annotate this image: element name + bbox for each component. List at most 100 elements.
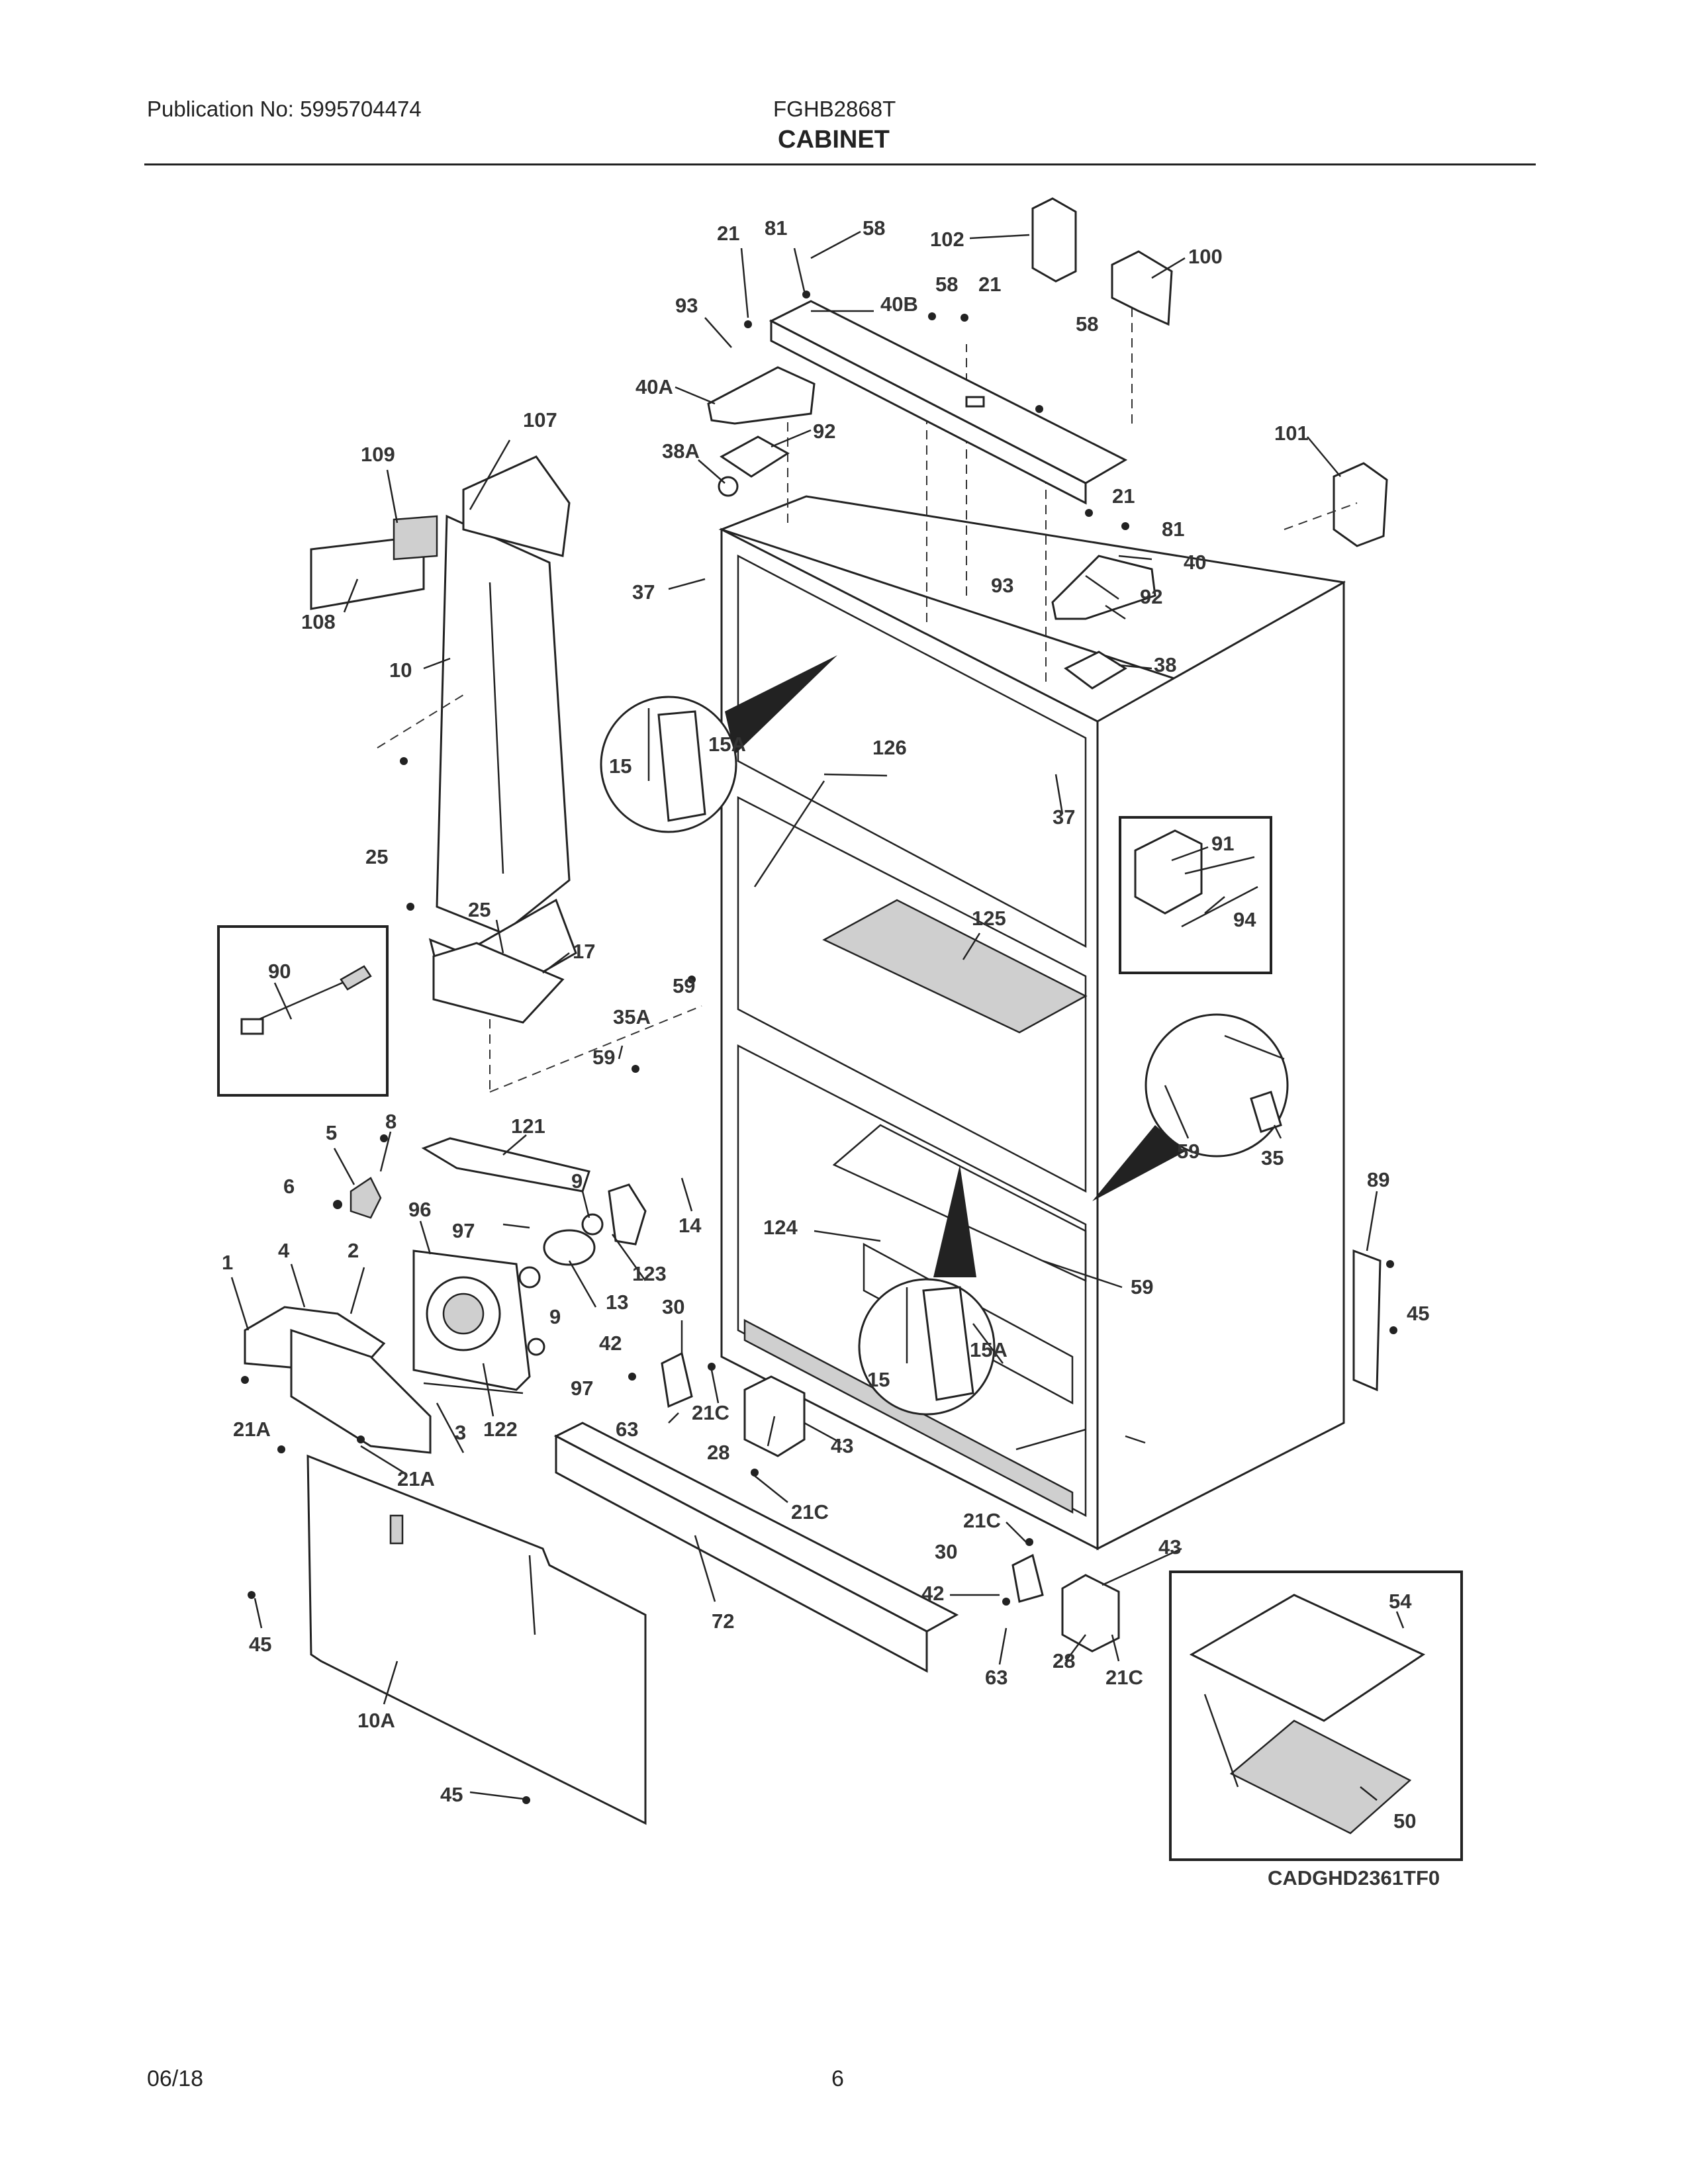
screws xyxy=(241,291,1397,1804)
bracket-30-b xyxy=(1011,1553,1044,1603)
label-3: 3 xyxy=(455,1421,466,1444)
diagram-code: CADGHD2361TF0 xyxy=(1268,1866,1440,1889)
label-93: 93 xyxy=(991,574,1013,597)
hinge-40 xyxy=(1051,555,1156,690)
label-30: 30 xyxy=(662,1295,684,1318)
label-8: 8 xyxy=(385,1110,397,1133)
label-21C: 21C xyxy=(791,1500,829,1524)
bracket-121 xyxy=(421,1137,590,1193)
grommet-9-b xyxy=(518,1266,541,1289)
label-102: 102 xyxy=(930,228,964,251)
model-number: FGHB2868T xyxy=(773,97,896,121)
label-6: 6 xyxy=(283,1175,295,1198)
label-45: 45 xyxy=(1407,1302,1429,1325)
label-94: 94 xyxy=(1233,908,1256,931)
label-28: 28 xyxy=(1053,1649,1075,1672)
label-35: 35 xyxy=(1261,1146,1284,1169)
label-35A: 35A xyxy=(613,1005,651,1028)
label-92: 92 xyxy=(1140,585,1162,608)
label-15: 15 xyxy=(609,754,632,778)
label-90: 90 xyxy=(268,960,291,983)
label-58: 58 xyxy=(1076,312,1098,336)
label-14: 14 xyxy=(679,1214,702,1237)
label-58: 58 xyxy=(863,216,885,240)
label-45: 45 xyxy=(440,1783,463,1806)
label-54: 54 xyxy=(1389,1590,1412,1613)
top-bracket-102 xyxy=(1031,197,1077,283)
label-30: 30 xyxy=(935,1540,957,1563)
label-101: 101 xyxy=(1274,422,1309,445)
drain-tray-17 xyxy=(432,942,565,1024)
hinge-40A xyxy=(707,366,816,497)
part-labels: 21 81 58 102 100 93 40B 58 21 58 40A 92 … xyxy=(222,216,1429,1833)
label-25: 25 xyxy=(365,845,388,868)
label-21C: 21C xyxy=(692,1401,729,1424)
label-21A: 21A xyxy=(233,1418,271,1441)
label-21C: 21C xyxy=(1105,1666,1143,1689)
label-37: 37 xyxy=(632,580,655,604)
label-21: 21 xyxy=(717,222,739,245)
label-125: 125 xyxy=(972,907,1006,930)
bracket-101 xyxy=(1333,462,1388,547)
label-10A: 10A xyxy=(357,1709,395,1732)
label-91: 91 xyxy=(1211,832,1234,855)
label-108: 108 xyxy=(301,610,336,633)
label-81: 81 xyxy=(1162,518,1184,541)
label-97: 97 xyxy=(452,1219,475,1242)
label-97: 97 xyxy=(571,1377,593,1400)
label-9: 9 xyxy=(549,1305,561,1328)
label-25: 25 xyxy=(468,898,491,921)
detail-circle-15-top xyxy=(600,655,837,833)
label-28: 28 xyxy=(707,1441,729,1464)
label-63: 63 xyxy=(985,1666,1008,1689)
kick-plate-72 xyxy=(553,1422,959,1673)
label-42: 42 xyxy=(599,1332,622,1355)
bracket-30-a xyxy=(661,1351,693,1408)
label-92: 92 xyxy=(813,420,835,443)
label-59: 59 xyxy=(673,974,695,997)
label-40A: 40A xyxy=(635,375,673,398)
label-58: 58 xyxy=(935,273,958,296)
label-100: 100 xyxy=(1188,245,1223,268)
inset-box-90 xyxy=(217,925,389,1097)
label-45: 45 xyxy=(249,1633,271,1656)
label-50: 50 xyxy=(1393,1809,1416,1833)
footer-page-number: 6 xyxy=(831,2066,844,2091)
label-121: 121 xyxy=(511,1115,545,1138)
footer-date: 06/18 xyxy=(147,2066,204,2091)
detail-circle-15-bottom xyxy=(858,1165,996,1416)
label-122: 122 xyxy=(483,1418,518,1441)
label-21: 21 xyxy=(1112,484,1135,508)
air-duct-10 xyxy=(428,455,577,981)
label-59: 59 xyxy=(592,1046,615,1069)
label-59: 59 xyxy=(1177,1140,1199,1163)
bracket-123 xyxy=(608,1183,647,1246)
label-21C: 21C xyxy=(963,1509,1001,1532)
label-15A: 15A xyxy=(970,1338,1008,1361)
label-43: 43 xyxy=(831,1434,853,1457)
rear-panel-10A xyxy=(306,1454,647,1825)
label-21: 21 xyxy=(978,273,1001,296)
top-bracket-40B xyxy=(769,300,1128,505)
label-9: 9 xyxy=(571,1169,583,1193)
label-96: 96 xyxy=(408,1198,431,1221)
label-40B: 40B xyxy=(880,293,918,316)
label-81: 81 xyxy=(765,216,787,240)
header-rule xyxy=(144,163,1536,165)
label-15A: 15A xyxy=(708,733,746,756)
cabinet-shell xyxy=(718,258,1346,1551)
label-72: 72 xyxy=(712,1610,734,1633)
label-63: 63 xyxy=(616,1418,638,1441)
label-89: 89 xyxy=(1367,1168,1389,1191)
label-123: 123 xyxy=(632,1262,667,1285)
label-126: 126 xyxy=(872,736,907,759)
leader-lines xyxy=(230,230,1405,1801)
label-124: 124 xyxy=(763,1216,798,1239)
label-17: 17 xyxy=(573,940,595,963)
filter-109 xyxy=(393,515,438,561)
bracket-100 xyxy=(1111,250,1173,326)
grommet-97 xyxy=(527,1338,545,1356)
label-93: 93 xyxy=(675,294,698,317)
roller-assembly-43-b xyxy=(1061,1574,1120,1653)
